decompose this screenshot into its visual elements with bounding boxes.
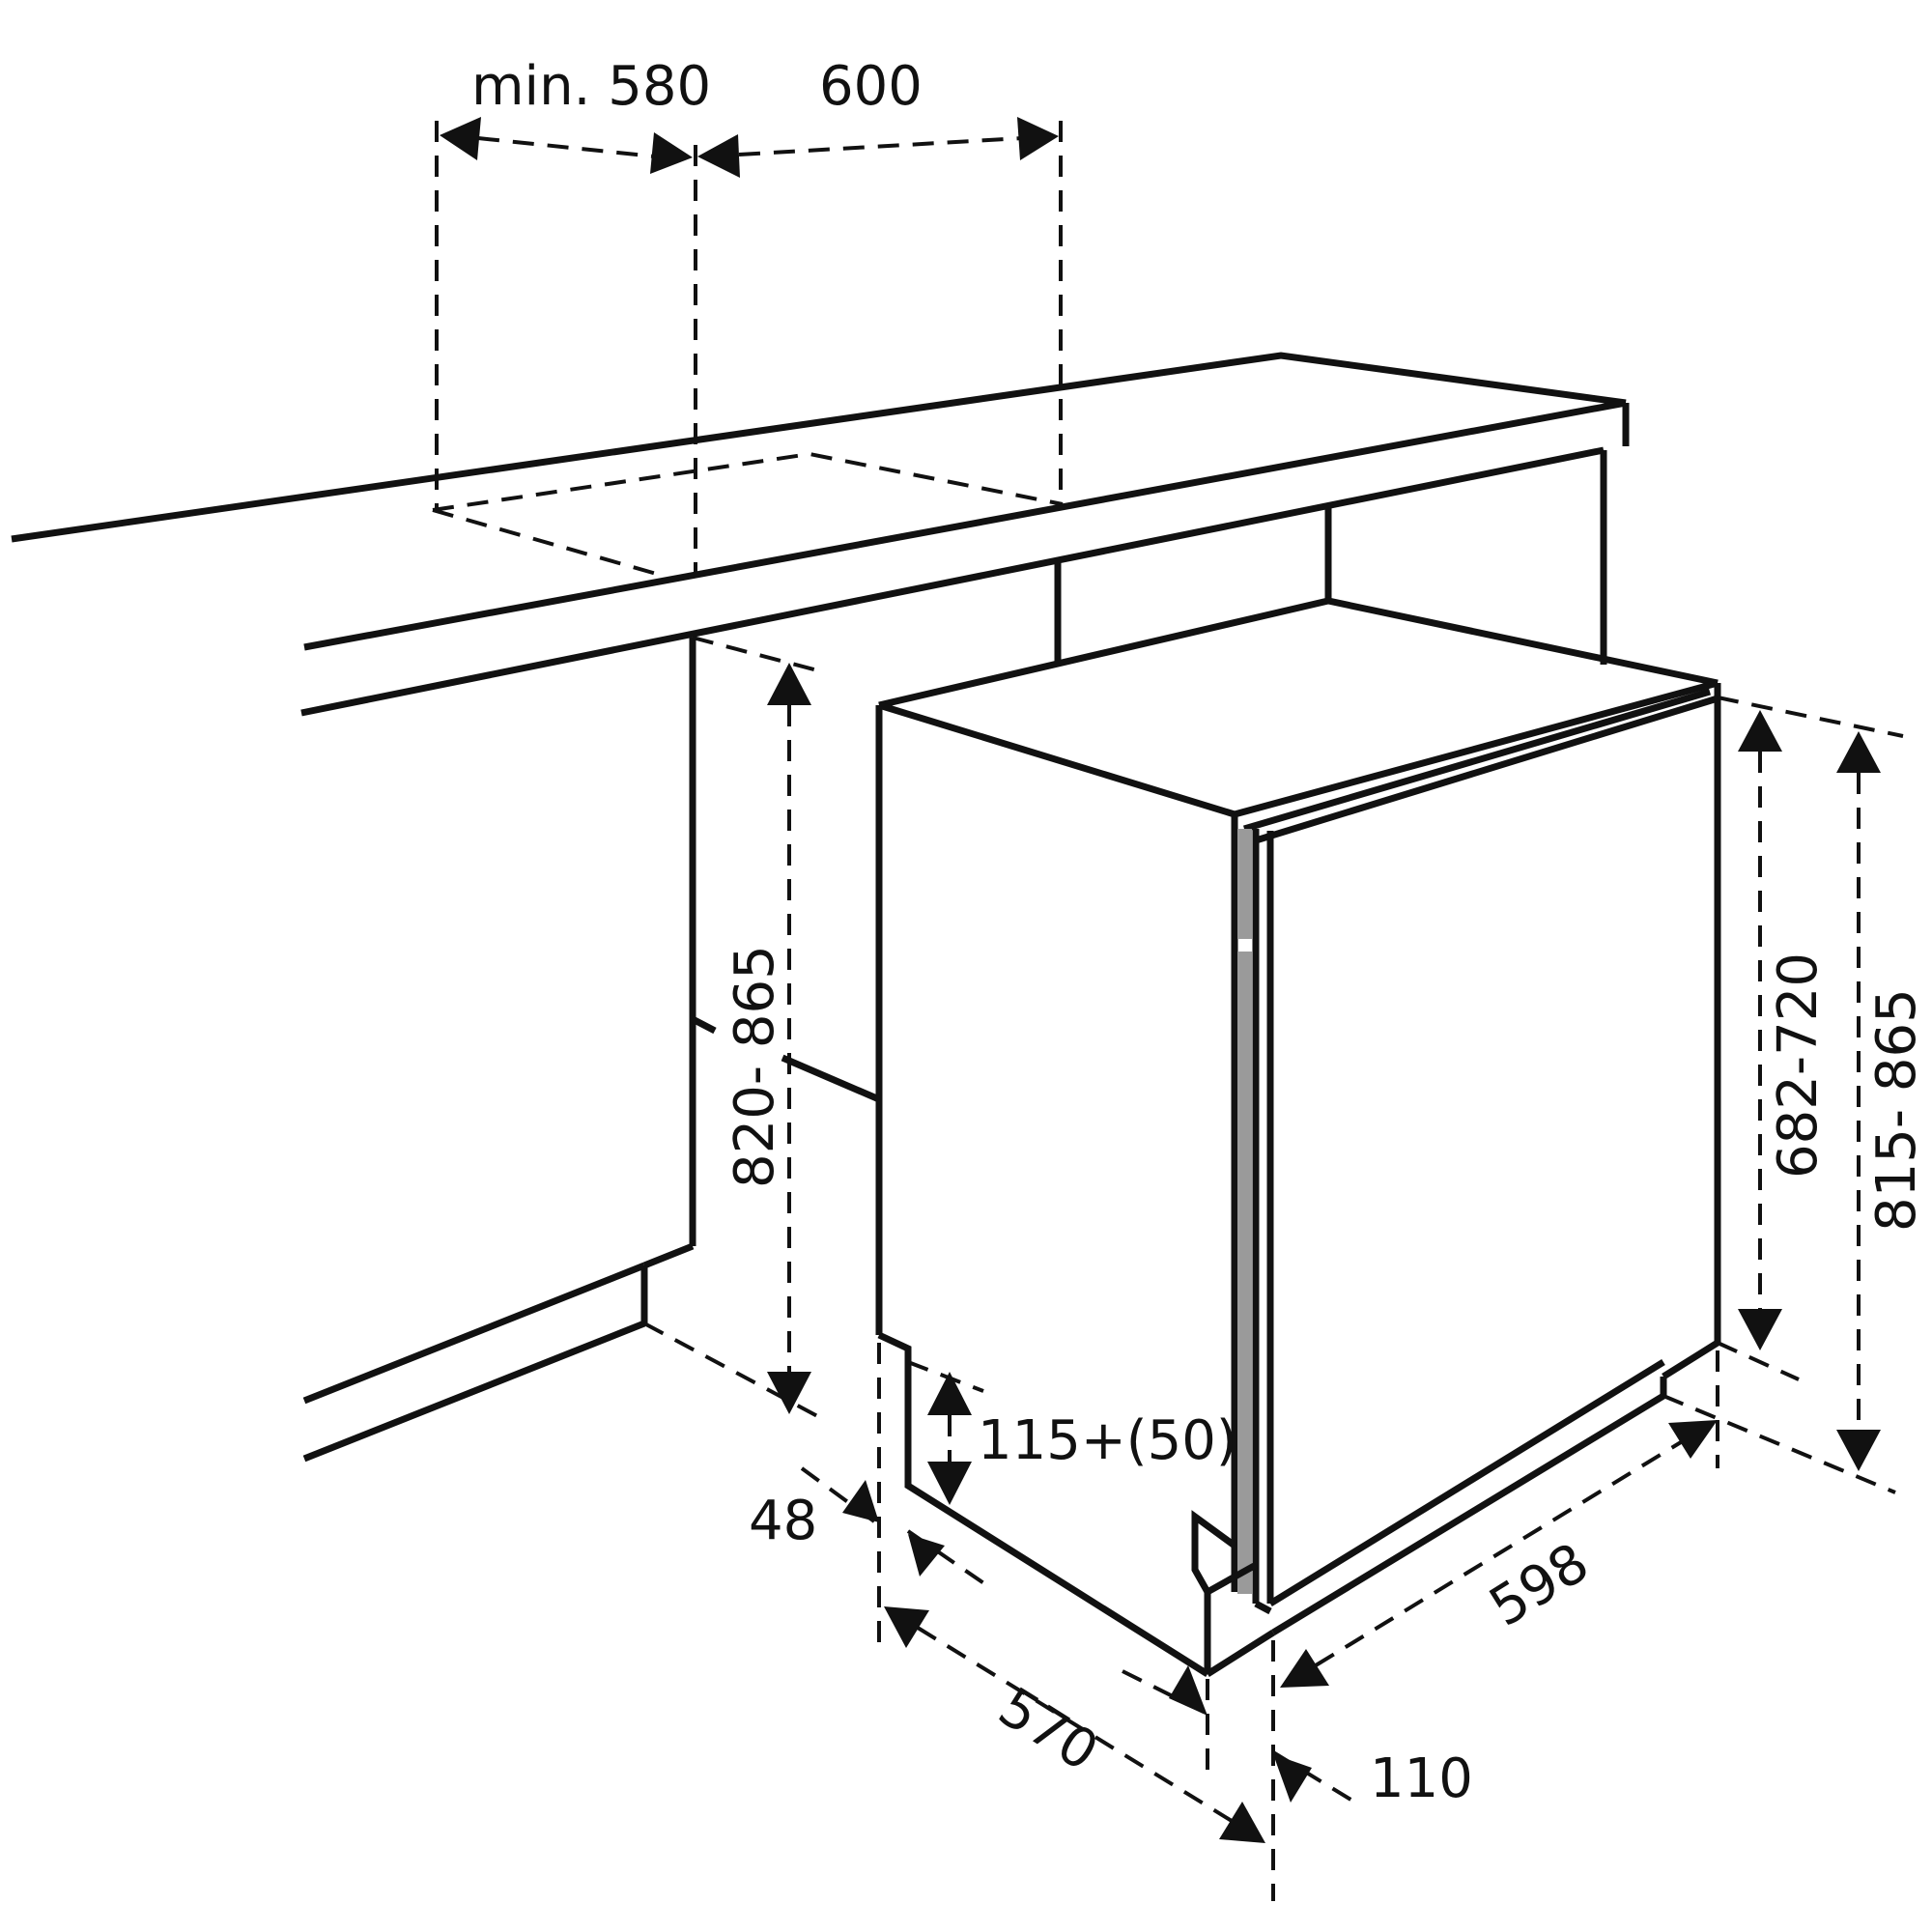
dimension-48	[842, 1480, 945, 1577]
dishwasher-door	[1191, 679, 1719, 1674]
dimension-820-865	[767, 663, 811, 1414]
dishwasher-body	[875, 597, 1721, 1677]
label-48: 48	[749, 1490, 817, 1552]
label-600: 600	[819, 55, 923, 118]
dimension-115-50	[927, 1372, 972, 1505]
dimension-570	[884, 1606, 1265, 1843]
label-815-865: 815- 865	[1865, 988, 1928, 1232]
extension-lines	[435, 121, 1904, 1901]
dimension-600	[697, 117, 1059, 178]
label-115-50: 115+(50)	[978, 1409, 1237, 1472]
label-820-865: 820- 865	[724, 945, 786, 1188]
worktop	[11, 352, 1630, 717]
label-min-580: min. 580	[471, 55, 711, 118]
label-598: 598	[1479, 1531, 1600, 1639]
dimension-min-580	[440, 117, 693, 174]
dimension-110	[1169, 1665, 1312, 1803]
hob-cutout	[432, 451, 1064, 579]
label-570: 570	[988, 1676, 1109, 1784]
dimension-682-720	[1738, 710, 1782, 1350]
label-682-720: 682-720	[1767, 952, 1830, 1179]
niche-cabinet	[302, 505, 1332, 1463]
label-110: 110	[1370, 1747, 1473, 1810]
dimension-598	[1280, 1420, 1718, 1688]
dimension-815-865	[1836, 731, 1881, 1471]
